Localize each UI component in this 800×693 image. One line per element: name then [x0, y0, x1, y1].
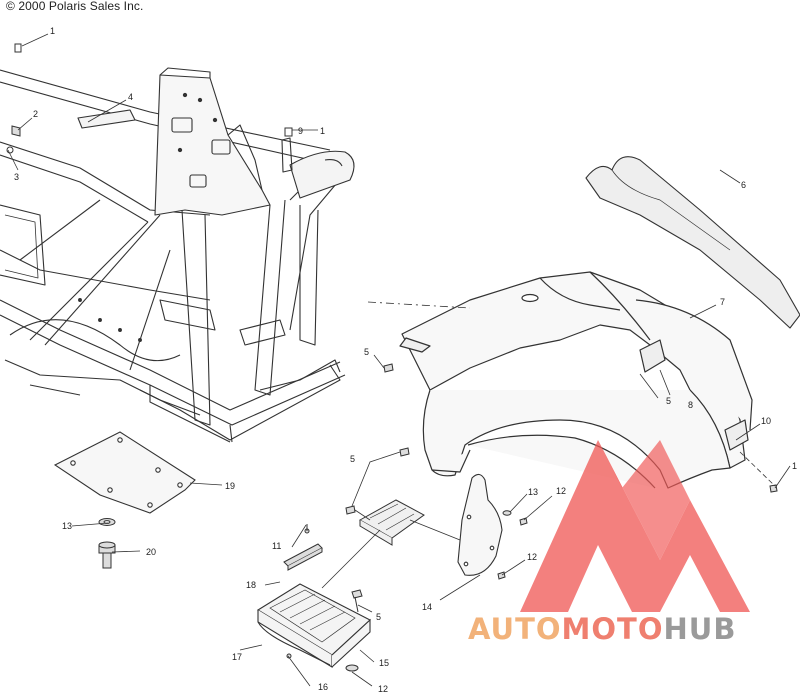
footrest-17 — [256, 583, 371, 668]
mud-flap — [457, 473, 503, 576]
watermark-text: AUTOMOTOHUB — [468, 612, 736, 646]
callout-1: 1 — [320, 126, 325, 136]
watermark-auto: AUTO — [468, 612, 562, 646]
callout-5: 5 — [364, 347, 369, 357]
callout-18: 18 — [246, 580, 256, 590]
bracket-18 — [283, 543, 323, 571]
fender-trim — [585, 156, 800, 329]
callout-13: 13 — [528, 487, 538, 497]
callout-2: 2 — [33, 109, 38, 119]
callout-13: 13 — [62, 521, 72, 531]
fastener-bolts — [286, 363, 778, 672]
watermark-hub: HUB — [663, 612, 737, 646]
callout-1: 1 — [50, 26, 55, 36]
callout-5: 5 — [376, 612, 381, 622]
callout-7: 7 — [720, 297, 725, 307]
callout-3: 3 — [14, 172, 19, 182]
callout-5: 5 — [350, 454, 355, 464]
skid-plate — [53, 431, 196, 514]
callout-6: 6 — [741, 180, 746, 190]
callout-14: 14 — [422, 602, 432, 612]
callout-19: 19 — [225, 481, 235, 491]
callout-12: 12 — [527, 552, 537, 562]
copyright-notice: © 2000 Polaris Sales Inc. — [6, 0, 144, 13]
callout-1: 1 — [792, 461, 797, 471]
leader-lines — [7, 33, 791, 687]
callout-4: 4 — [128, 92, 133, 102]
callout-10: 10 — [761, 416, 771, 426]
small-fasteners-upper — [6, 43, 293, 154]
bolt-20 — [98, 518, 116, 569]
callout-12: 12 — [556, 486, 566, 496]
watermark-logo — [520, 440, 750, 612]
callout-numbers: 1 2 3 4 1 6 7 5 5 8 10 1 5 13 12 12 14 1… — [14, 26, 797, 693]
callout-12: 12 — [378, 684, 388, 693]
callout-9: 9 — [298, 126, 303, 136]
callout-17: 17 — [232, 652, 242, 662]
front-fender — [399, 271, 753, 489]
reference-lines — [367, 301, 776, 487]
callout-20: 20 — [146, 547, 156, 557]
callout-8: 8 — [688, 400, 693, 410]
bracket-front — [358, 499, 425, 546]
frame-assembly — [0, 67, 355, 443]
callout-11: 11 — [272, 541, 281, 551]
callout-5: 5 — [666, 396, 671, 406]
watermark-moto: MOTO — [561, 612, 664, 646]
callout-15: 15 — [379, 658, 389, 668]
callout-16: 16 — [318, 682, 328, 692]
